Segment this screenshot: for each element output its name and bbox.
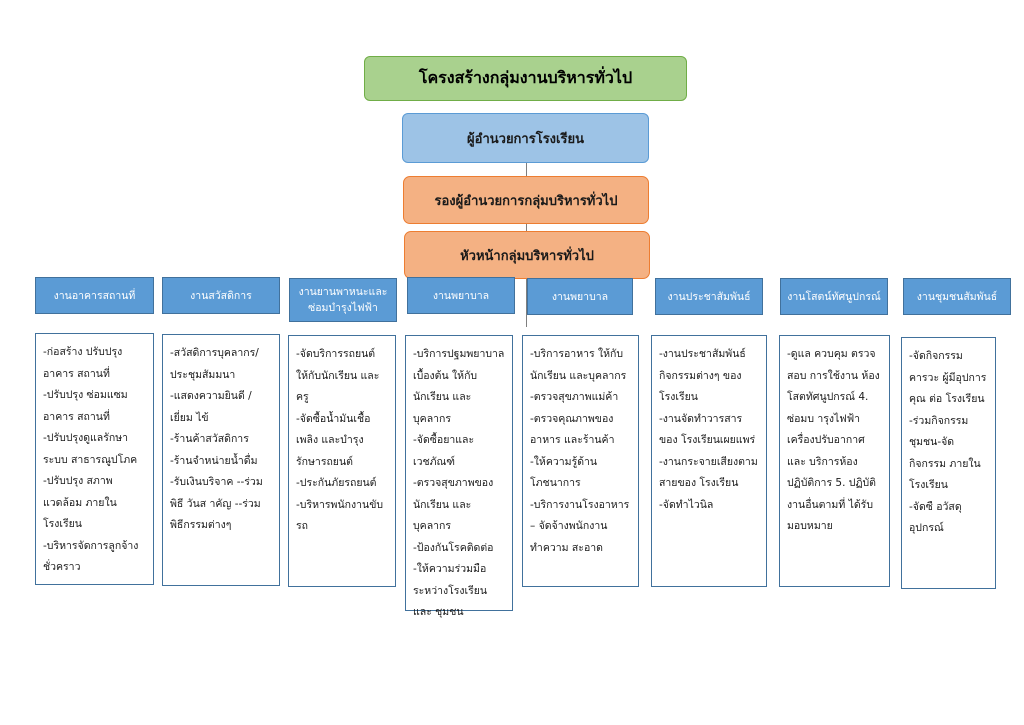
duty-item: -ตรวจสุขภาพแม่ค้า xyxy=(530,391,619,403)
duty-item: -บริการปฐมพยาบาล เบื้องต้น ให้กับ นักเรี… xyxy=(413,348,505,425)
duty-item: -ตรวจสุขภาพของ นักเรียน และบุคลากร xyxy=(413,477,494,532)
department-header: งานพยาบาล xyxy=(407,277,515,314)
connector-line xyxy=(526,279,527,327)
duty-item: -ดูแล ควบคุม ตรวจสอบ การใช้งาน ห้องโสตทั… xyxy=(787,348,880,532)
department-card: -บริการปฐมพยาบาล เบื้องต้น ให้กับ นักเรี… xyxy=(405,335,513,618)
department-header: งานประชาสัมพันธ์ xyxy=(655,278,763,315)
department-card: -จัดกิจกรรมคารวะ ผู้มีอุปการคุณ ต่อ โรงเ… xyxy=(901,337,996,589)
department-header: งานสวัสดิการ xyxy=(162,277,280,314)
group-head-box: หัวหน้ากลุ่มบริหารทั่วไป xyxy=(404,231,650,279)
duty-item: -จัดทำไวนิล xyxy=(659,498,714,511)
department-card: -จัดบริการรถยนต์ ให้กับนักเรียน และครู -… xyxy=(288,335,396,587)
duty-item: -ก่อสร้าง ปรับปรุง อาคาร สถานที่ xyxy=(43,346,123,380)
duty-item: -จัดกิจกรรมคารวะ ผู้มีอุปการคุณ ต่อ โรงเ… xyxy=(909,350,987,405)
duty-item: -ให้ความรู้ด้าน โภชนาการ xyxy=(530,455,598,490)
duty-item: -ร้านจำหน่ายน้ำดื่ม xyxy=(170,454,258,467)
duty-item: -สวัสดิการบุคลากร/ ประชุมสัมมนา xyxy=(170,347,259,381)
duty-item: -บริการอาหาร ให้กับ นักเรียน และบุคลากร xyxy=(530,348,627,382)
duty-item: -งานจัดทำวารสารของ โรงเรียนเผยแพร่ xyxy=(659,412,756,447)
duty-item: -บริการงานโรงอาหาร – จัดจ้างพนักงานทำควา… xyxy=(530,498,630,554)
duty-item: -จัดบริการรถยนต์ ให้กับนักเรียน และครู xyxy=(296,348,380,403)
duty-item: -ปรับปรุงดูแลรักษา ระบบ สาธารณูปโภค xyxy=(43,432,138,466)
duty-item: -ป้องกันโรคติดต่อ xyxy=(413,541,494,554)
duty-item: -ให้ความร่วมมือ ระหว่างโรงเรียน และ ชุมช… xyxy=(413,563,488,618)
department-header: งานโสตน์ทัศนูปกรณ์ xyxy=(780,278,888,315)
deputy-director-box: รองผู้อำนวยการกลุ่มบริหารทั่วไป xyxy=(403,176,649,224)
department-card: -ก่อสร้าง ปรับปรุง อาคาร สถานที่ -ปรับปร… xyxy=(35,333,154,585)
duty-item: -ปรับปรุง ซ่อมแซม อาคาร สถานที่ xyxy=(43,389,128,423)
chart-title: โครงสร้างกลุ่มงานบริหารทั่วไป xyxy=(364,56,687,101)
department-card: -บริการอาหาร ให้กับ นักเรียน และบุคลากร … xyxy=(522,335,639,587)
director-box: ผู้อำนวยการโรงเรียน xyxy=(402,113,649,163)
department-header: งานอาคารสถานที่ xyxy=(35,277,154,314)
department-card: -งานประชาสัมพันธ์ กิจกรรมต่างๆ ของ โรงเร… xyxy=(651,335,767,587)
duty-item: -ร่วมกิจกรรม ชุมชน-จัดกิจกรรม ภายในโรงเร… xyxy=(909,414,981,492)
connector-line xyxy=(526,224,527,232)
connector-line xyxy=(526,163,527,177)
duty-item: -งานกระจายเสียงตาม สายของ โรงเรียน xyxy=(659,455,758,490)
duty-item: -ปรับปรุง สภาพแวดล้อม ภายใน โรงเรียน xyxy=(43,475,117,530)
duty-item: -ประกันภัยรถยนต์ xyxy=(296,477,377,489)
department-header: งานชุมชนสัมพันธ์ xyxy=(903,278,1011,315)
duty-item: -บริหารจัดการลูกจ้าง ชั่วคราว xyxy=(43,539,139,574)
duty-item: -จัดซื อวัสดุ อุปกรณ์ xyxy=(909,500,962,535)
department-header: งานพยาบาล xyxy=(527,278,633,315)
duty-item: -ตรวจคุณภาพของอาหาร และร้านค้า xyxy=(530,412,615,447)
department-card: -ดูแล ควบคุม ตรวจสอบ การใช้งาน ห้องโสตทั… xyxy=(779,335,890,587)
duty-item: -ร้านค้าสวัสดิการ xyxy=(170,433,249,445)
duty-item: -จัดซื้อน้ำมันเชื้อเพลิง และบำรุงรักษารถ… xyxy=(296,412,371,468)
duty-item: -งานประชาสัมพันธ์ กิจกรรมต่างๆ ของ โรงเร… xyxy=(659,348,746,403)
duty-item: -จัดซื้อยาและเวชภัณฑ์ xyxy=(413,434,475,468)
duty-item: -บริหารพนักงานขับรถ xyxy=(296,498,384,533)
department-header: งานยานพาหนะและ ซ่อมบำรุงไฟฟ้า xyxy=(289,278,397,322)
duty-item: -แสดงความยินดี /เยี่ยม ไข้ xyxy=(170,390,252,424)
duty-item: -รับเงินบริจาค --ร่วมพิธี วันส าคัญ --ร่… xyxy=(170,476,263,531)
department-card: -สวัสดิการบุคลากร/ ประชุมสัมมนา -แสดงควา… xyxy=(162,334,280,586)
